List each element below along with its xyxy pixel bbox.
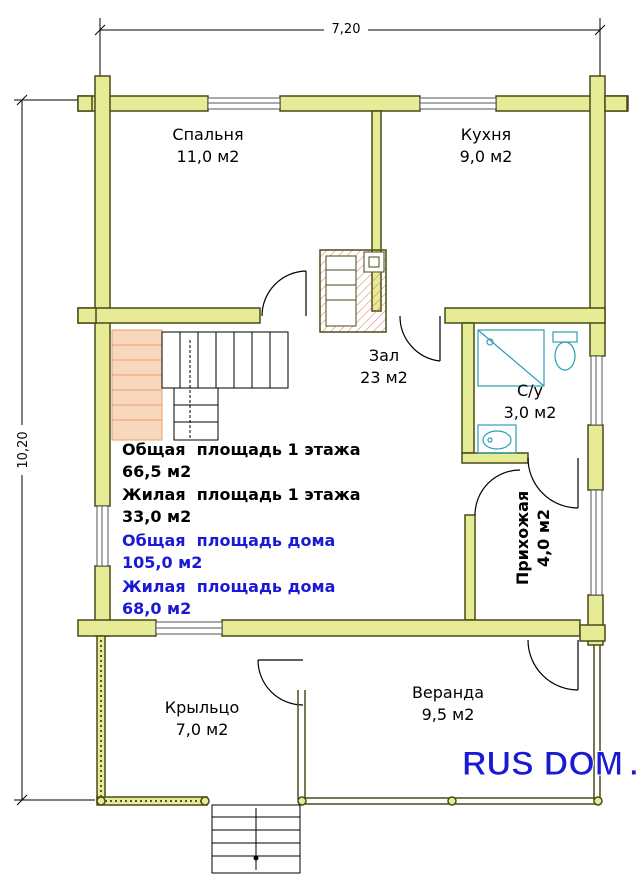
room-hall-name: Зал [369, 346, 399, 365]
room-bathroom-name: С/у [517, 381, 543, 400]
room-porch-area: 7,0 м2 [176, 720, 229, 739]
house-living-value: 68,0 м2 [122, 599, 191, 618]
house-total-value: 105,0 м2 [122, 553, 202, 572]
dimension-width-label: 7,20 [332, 22, 361, 37]
staircase [111, 329, 289, 441]
floor-living-value: 33,0 м2 [122, 507, 191, 526]
shower [477, 329, 545, 387]
floor-living-label: Жилая площадь 1 этажа [122, 485, 361, 504]
house-total-label: Общая площадь дома [122, 531, 335, 550]
watermark-part1: RUS [462, 745, 534, 783]
room-kitchen-name: Кухня [461, 125, 511, 144]
sink [477, 424, 517, 454]
stove [319, 249, 387, 333]
room-bedroom-name: Спальня [172, 125, 243, 144]
floor-total-value: 66,5 м2 [122, 462, 191, 481]
windows [96, 97, 603, 635]
room-bedroom-area: 11,0 м2 [177, 147, 240, 166]
room-veranda-area: 9,5 м2 [422, 705, 475, 724]
dimension-height-label: 10,20 [16, 431, 31, 468]
room-veranda-name: Веранда [412, 683, 484, 702]
watermark-logo: RUS DOM .RU [462, 745, 640, 784]
house-living-label: Жилая площадь дома [122, 577, 335, 596]
watermark-part2: DOM [544, 745, 623, 783]
railing [96, 635, 603, 806]
room-bathroom-area: 3,0 м2 [504, 403, 557, 422]
floor-total-label: Общая площадь 1 этажа [122, 440, 361, 459]
room-hallway-area: 4,0 м2 [534, 509, 553, 567]
toilet [552, 331, 578, 371]
area-summary: Общая площадь 1 этажа 66,5 м2 Жилая площ… [122, 440, 361, 618]
room-hallway-name: Прихожая [513, 491, 532, 585]
doors [257, 270, 579, 706]
room-kitchen-area: 9,0 м2 [460, 147, 513, 166]
entry-steps [211, 804, 301, 874]
watermark-part3: .RU [629, 745, 640, 783]
room-hall-area: 23 м2 [360, 368, 408, 387]
room-porch-name: Крыльцо [165, 698, 239, 717]
